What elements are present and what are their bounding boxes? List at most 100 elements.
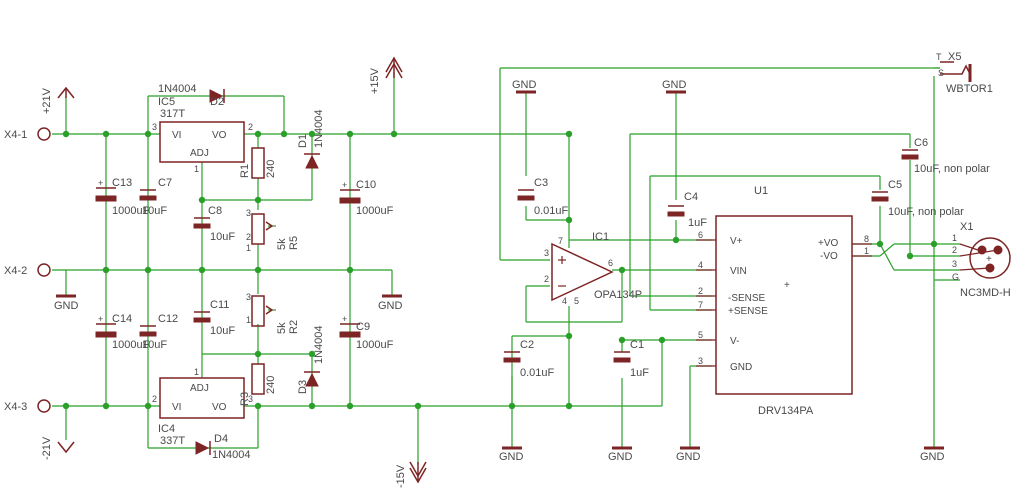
schematic-label: 3 bbox=[248, 394, 253, 404]
label-x1-part: NC3MD-H bbox=[960, 287, 1011, 299]
schematic-label: C6 bbox=[914, 137, 928, 149]
regulator-ic5: VI VO ADJ 3 2 1 IC5 317T bbox=[152, 96, 253, 174]
schematic-label: 4 bbox=[562, 296, 567, 306]
label-ic1-part: OPA134P bbox=[594, 289, 642, 301]
schematic-label: 240 bbox=[265, 160, 277, 178]
schematic-label: 0.01uF bbox=[534, 205, 569, 217]
schematic-label: 4 bbox=[698, 260, 703, 270]
schematic-label: C14 bbox=[112, 313, 132, 325]
schematic-label: C7 bbox=[158, 177, 172, 189]
schematic-label: D1 bbox=[297, 134, 309, 148]
diode-d3: D3 1N4004 bbox=[297, 325, 325, 394]
diode-d1: D1 1N4004 bbox=[297, 109, 325, 169]
schematic-label: 10uF, non polar bbox=[888, 206, 964, 218]
schematic-label: 5 bbox=[574, 296, 579, 306]
schematic-label: C11 bbox=[210, 299, 229, 311]
schematic-label: C10 bbox=[356, 179, 376, 191]
schematic-label: 1N4004 bbox=[158, 83, 197, 95]
diode-d2: 1N4004 D2 bbox=[158, 83, 225, 108]
schematic-label: 2 bbox=[152, 394, 157, 404]
schematic-label: ADJ bbox=[190, 383, 209, 394]
capacitor-c8: C8 10uF bbox=[193, 205, 235, 243]
schematic-label: 7 bbox=[558, 236, 563, 246]
schematic-label: D2 bbox=[210, 96, 224, 108]
schematic-label: + bbox=[98, 314, 103, 324]
schematic-label: 5k bbox=[276, 238, 288, 250]
connector-x4-1: X4-1 bbox=[4, 127, 51, 141]
connector-x1: + 1 2 3 G X1 NC3MD-H bbox=[952, 221, 1011, 299]
label-x5: X5 bbox=[948, 51, 961, 63]
schematic-label: 10uF bbox=[210, 231, 235, 243]
schematic-label: C3 bbox=[534, 177, 548, 189]
schematic-label: 1 bbox=[864, 246, 869, 256]
schematic-label: V- bbox=[730, 336, 739, 347]
wires bbox=[52, 67, 960, 464]
schematic-label: T bbox=[936, 52, 942, 62]
schematic-label: C1 bbox=[630, 339, 644, 351]
schematic-label: 2 bbox=[952, 245, 957, 255]
schematic-label: 10uF, non polar bbox=[914, 163, 990, 175]
trimmer-r5: 3 2 1 5k R5 bbox=[246, 208, 300, 253]
schematic-label: 1000uF bbox=[112, 205, 150, 217]
capacitor-c6: C6 10uF, non polar bbox=[901, 137, 990, 175]
supply-plus15: +15V bbox=[369, 56, 403, 94]
schematic-label: 2 bbox=[246, 232, 251, 242]
schematic-label: 3 bbox=[544, 248, 549, 258]
capacitor-c10: + C10 1000uF bbox=[339, 179, 394, 217]
schematic-label: ADJ bbox=[190, 148, 209, 159]
capacitor-c11: C11 10uF bbox=[193, 299, 235, 337]
schematic-label: 5 bbox=[698, 330, 703, 340]
connector-x4-3: X4-3 bbox=[4, 399, 51, 413]
schematic-label: V+ bbox=[730, 236, 743, 247]
gnd-label-c4: GND bbox=[662, 79, 687, 91]
schematic-label: 3 bbox=[246, 208, 251, 218]
schematic-label: C4 bbox=[684, 191, 698, 203]
schematic-label: 1 bbox=[246, 243, 251, 253]
label-minus15: -15V bbox=[395, 464, 407, 488]
schematic-label: 3 bbox=[246, 292, 251, 302]
schematic-label: 2 bbox=[544, 274, 549, 284]
capacitor-c13: + C13 1000uF bbox=[95, 177, 150, 217]
supply-minus21: -21V bbox=[41, 436, 75, 460]
supply-minus15: -15V bbox=[395, 461, 427, 488]
schematic-label: 1000uF bbox=[112, 339, 150, 351]
resistor-r3: R3 240 bbox=[239, 363, 277, 406]
gnd-symbols: GND GND GND GND GND GND GND GND bbox=[54, 79, 945, 463]
gnd-label-x4: GND bbox=[54, 300, 79, 312]
schematic-label: 2 bbox=[248, 122, 253, 132]
schematic-label: + bbox=[784, 280, 790, 291]
schematic-label: +SENSE bbox=[728, 306, 768, 317]
schematic-label: 3 bbox=[698, 356, 703, 366]
schematic-label: 1 bbox=[952, 233, 957, 243]
schematic-label: VI bbox=[172, 130, 181, 141]
schematic-label: C13 bbox=[112, 177, 132, 189]
schematic-label: 1 bbox=[246, 315, 251, 325]
connector-x5: T S X5 WBTOR1 bbox=[936, 51, 993, 95]
gnd-label-x5: GND bbox=[920, 451, 945, 463]
label-ic4: IC4 bbox=[158, 423, 175, 435]
capacitor-c7: C7 10uF bbox=[139, 177, 172, 217]
schematic-label: D4 bbox=[214, 433, 228, 445]
schematic-label: 7 bbox=[698, 300, 703, 310]
schematic-label: 10uF bbox=[142, 205, 167, 217]
schematic-label: -SENSE bbox=[728, 293, 766, 304]
schematic-label: -VO bbox=[820, 251, 838, 262]
schematic-label: + bbox=[342, 180, 347, 190]
capacitor-c1: C1 1uF bbox=[613, 339, 649, 379]
schematic-label: 3 bbox=[952, 259, 957, 269]
capacitor-c2: C2 0.01uF bbox=[503, 339, 555, 379]
schematic-label: VO bbox=[212, 130, 227, 141]
regulator-ic4: ADJ VI VO 2 3 1 IC4 337T bbox=[152, 367, 253, 447]
label-u1: U1 bbox=[754, 185, 768, 197]
schematic-label: 5k bbox=[276, 322, 288, 334]
schematic-label: R3 bbox=[239, 392, 251, 406]
gnd-label-c2: GND bbox=[499, 451, 524, 463]
capacitor-c9: + C9 1000uF bbox=[339, 314, 394, 351]
label-x4-3: X4-3 bbox=[4, 401, 27, 413]
schematic-label: 8 bbox=[864, 234, 869, 244]
label-ic5: IC5 bbox=[158, 96, 175, 108]
supply-plus21: +21V bbox=[41, 86, 75, 114]
label-plus15: +15V bbox=[369, 67, 381, 94]
label-plus21: +21V bbox=[41, 87, 53, 114]
